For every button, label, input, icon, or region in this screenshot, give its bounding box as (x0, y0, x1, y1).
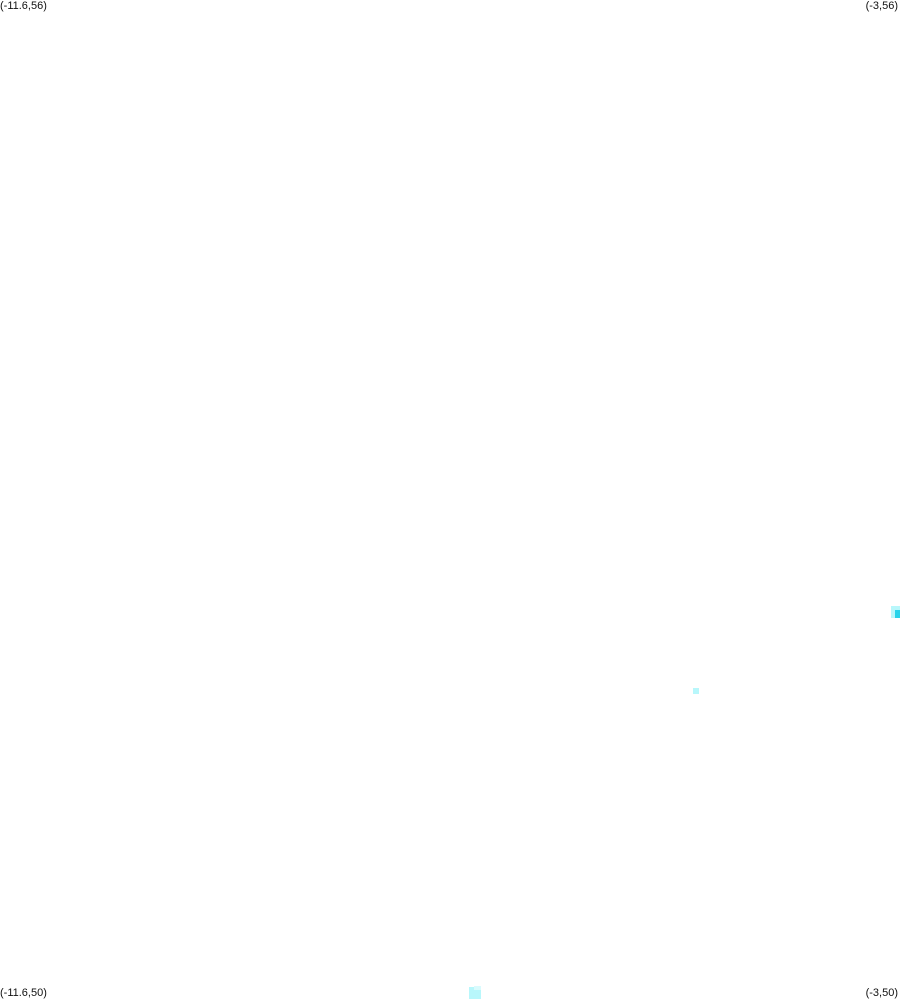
land-patch-bottom-center (469, 987, 481, 999)
corner-label-bottom-left: (-11.6,50) (0, 987, 47, 999)
corner-label-bottom-right: (-3,50) (865, 987, 898, 999)
land-patch-east-edge-core (895, 610, 900, 618)
land-patch-center-right (693, 688, 699, 694)
corner-label-top-left: (-11.6,56) (0, 0, 47, 12)
land-patch-bottom-center-edge (474, 986, 481, 990)
corner-label-top-right: (-3,56) (865, 0, 898, 12)
